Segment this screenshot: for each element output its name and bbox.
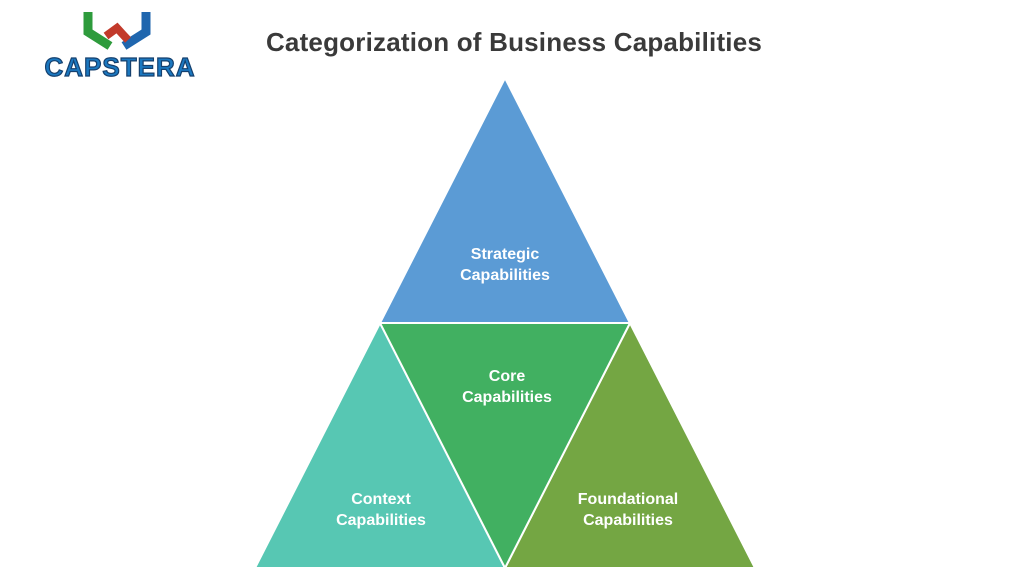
strategic-capabilities-label: Strategic Capabilities: [460, 246, 550, 284]
logo-shape-red: [103, 22, 131, 43]
logo-shape-green: [83, 12, 113, 50]
foundational-capabilities-label: Foundational Capabilities: [577, 491, 679, 529]
context-capabilities-label: Context Capabilities: [336, 491, 426, 529]
capstera-logo-icon: [83, 12, 151, 50]
page-title: Categorization of Business Capabilities: [265, 27, 763, 57]
capstera-logo: CAPSTERA: [30, 6, 210, 83]
logo-shape-blue: [121, 12, 151, 50]
capstera-wordmark: CAPSTERA: [44, 51, 196, 82]
core-capabilities-label: Core Capabilities: [462, 368, 552, 406]
strategic-triangle: [379, 77, 631, 324]
core-triangle: [379, 322, 631, 569]
